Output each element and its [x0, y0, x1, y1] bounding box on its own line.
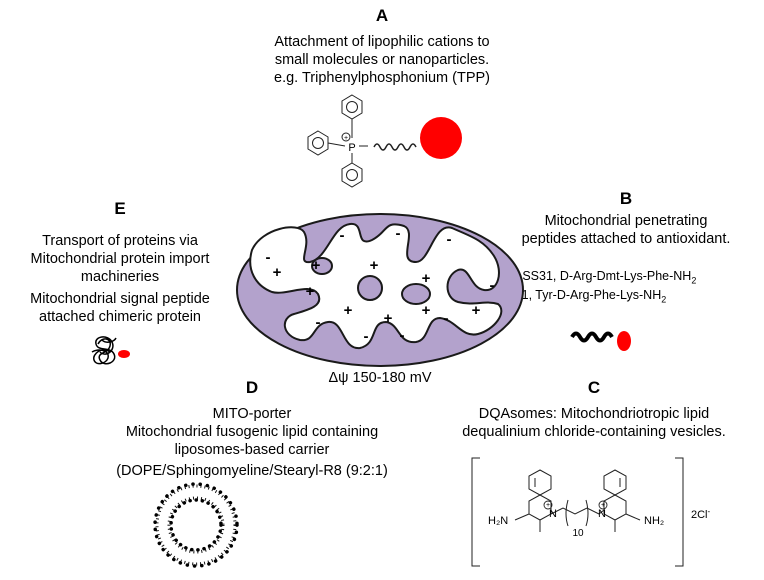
- right-nitrogen: N: [598, 508, 606, 520]
- signal-peptide: [118, 350, 130, 358]
- tpp-left-phenyl-ring: [307, 130, 329, 156]
- section-a-line1: Attachment of lipophilic cations to: [274, 34, 490, 50]
- right-quinoline-benzo: [603, 469, 627, 496]
- right-cation-charge: +: [601, 502, 605, 509]
- left-amine: H₂N: [488, 515, 508, 527]
- cargo-sphere-a: [420, 117, 462, 159]
- minus-charge: -: [396, 225, 401, 242]
- matrix-pocket: [401, 283, 431, 305]
- phosphorus-atom: P: [348, 142, 355, 154]
- tpp-charge: +: [344, 135, 348, 142]
- plus-charge: +: [472, 302, 481, 319]
- chain-repeat-count: 10: [572, 528, 584, 539]
- section-e-line1: Transport of proteins via: [42, 233, 198, 249]
- dequalinium-structure: [471, 457, 684, 567]
- antioxidant-cargo: [617, 331, 631, 351]
- section-e-line2: Mitochondrial protein import: [30, 251, 210, 267]
- tpp-bottom-phenyl-ring: [341, 162, 363, 188]
- plus-charge: +: [344, 302, 353, 319]
- section-e-line5: attached chimeric protein: [39, 309, 201, 325]
- tpp-top-phenyl-ring: [341, 94, 363, 120]
- liposome: [153, 482, 239, 568]
- section-a-line2: small molecules or nanoparticles.: [274, 52, 490, 68]
- minus-charge: -: [447, 231, 452, 248]
- tpp-wavy-linker: [373, 143, 417, 151]
- section-a-line3: e.g. Triphenylphosphonium (TPP): [274, 70, 490, 86]
- minus-charge: -: [400, 327, 405, 344]
- section-c-line2: dequalinium chloride-containing vesicles…: [462, 424, 726, 440]
- minus-charge: -: [340, 227, 345, 244]
- minus-charge: -: [364, 328, 369, 345]
- plus-charge: +: [422, 270, 431, 287]
- section-b-example2: SS01, Tyr-D-Arg-Phe-Lys-NH2: [498, 288, 667, 305]
- section-e-line3: machineries: [80, 269, 160, 285]
- decamethylene-chain: [550, 507, 605, 515]
- section-b-letter: B: [619, 189, 633, 208]
- section-b-line2: peptides attached to antioxidant.: [521, 231, 731, 247]
- section-b-line1: Mitochondrial penetrating: [544, 213, 708, 229]
- peptide-wavy-chain: [570, 331, 614, 343]
- section-d-line3: liposomes-based carrier: [174, 442, 330, 458]
- minus-charge: -: [266, 249, 271, 266]
- section-e-letter: E: [114, 199, 126, 218]
- section-d-line2: Mitochondrial fusogenic lipid containing: [125, 424, 379, 440]
- tpp-structure: [307, 94, 417, 188]
- plus-charge: +: [306, 283, 315, 300]
- chimeric-protein: [91, 336, 117, 365]
- section-d-line4: (DOPE/Sphingomyeline/Stearyl-R8 (9:2:1): [116, 463, 388, 479]
- right-bracket: [675, 457, 684, 567]
- plus-charge: +: [370, 257, 379, 274]
- plus-charge: +: [273, 264, 282, 281]
- section-d-letter: D: [245, 378, 259, 397]
- counterion-label: 2Cl-: [691, 507, 711, 521]
- membrane-potential-label: Δψ 150-180 mV: [328, 370, 432, 386]
- section-e-line4: Mitochondrial signal peptide: [30, 291, 210, 307]
- section-a-letter: A: [375, 6, 389, 25]
- minus-charge: -: [316, 314, 321, 331]
- minus-charge: -: [444, 310, 449, 327]
- mitochondrion: [236, 213, 524, 367]
- minus-charge: -: [490, 277, 495, 294]
- section-c-line1: DQAsomes: Mitochondriotropic lipid: [478, 406, 710, 422]
- matrix-pocket: [357, 275, 383, 301]
- section-d-line1: MITO-porter: [212, 406, 292, 422]
- left-bracket: [471, 457, 480, 567]
- left-nitrogen: N: [549, 508, 557, 520]
- plus-charge: +: [422, 302, 431, 319]
- matrix-pocket: [311, 257, 333, 275]
- right-amine: NH₂: [644, 515, 664, 527]
- right-quinoline-pyridinium: [603, 494, 627, 521]
- plus-charge: +: [312, 257, 321, 274]
- section-b-example1: e.g. SS31, D-Arg-Dmt-Lys-Phe-NH2: [498, 269, 697, 286]
- section-c-letter: C: [587, 378, 601, 397]
- plus-charge: +: [384, 310, 393, 327]
- left-cation-charge: +: [546, 502, 550, 509]
- left-quinoline-benzo: [528, 469, 552, 496]
